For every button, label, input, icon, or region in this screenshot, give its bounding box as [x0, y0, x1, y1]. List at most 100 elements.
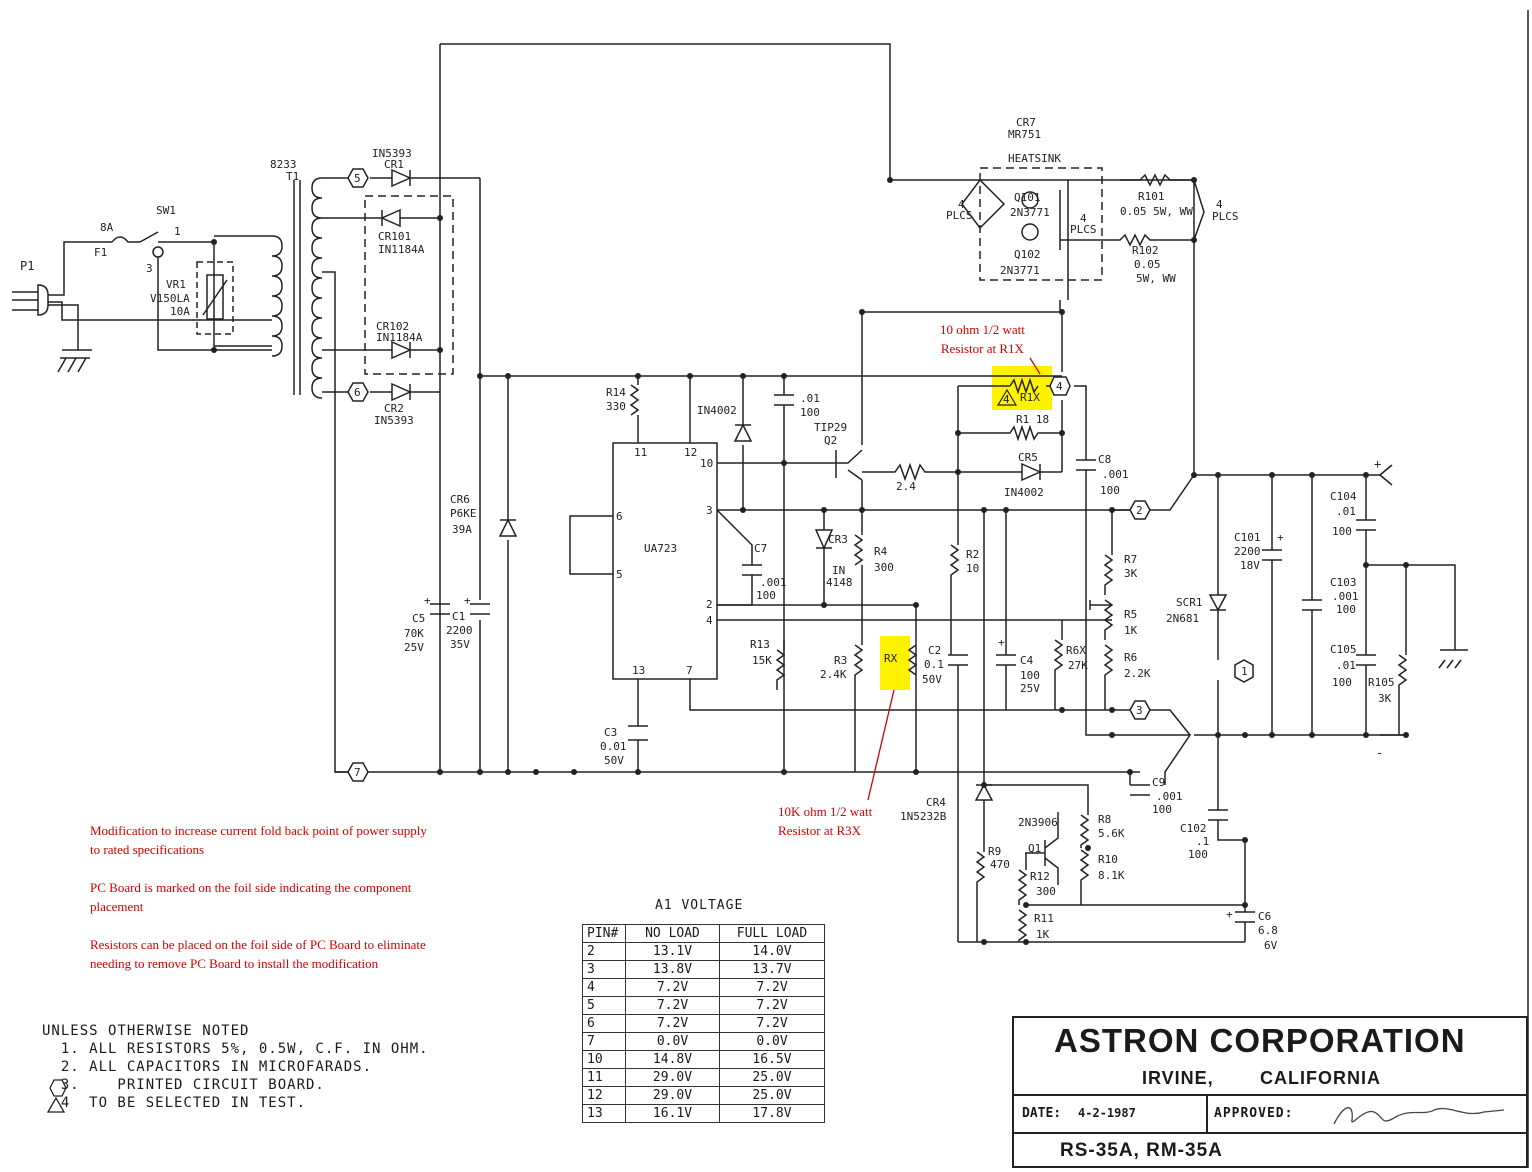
mod-line1: Modification to increase current fold ba…	[90, 823, 427, 838]
table-cell: 13.7V	[719, 960, 825, 979]
label-c2: C2	[928, 644, 941, 657]
label-r6: R6	[1124, 651, 1137, 664]
date-approval-row: DATE: 4-2-1987 APPROVED:	[1014, 1094, 1526, 1134]
wiring	[12, 10, 1529, 1168]
label-cr4: CR4	[926, 796, 946, 809]
table-cell: 3	[582, 960, 626, 979]
cap-c6	[1235, 840, 1255, 942]
label-cr5-part: IN4002	[1004, 486, 1044, 499]
table-cell: 7.2V	[719, 978, 825, 997]
label-cr6-part: P6KE	[450, 507, 477, 520]
label-plcs-left: PLCS	[946, 209, 973, 222]
label-r101-val: 0.05 5W, WW	[1120, 205, 1193, 218]
label-r1x-num: 4	[1003, 393, 1010, 406]
plug-p1	[12, 291, 38, 311]
label-plcs-mid: PLCS	[1070, 223, 1097, 236]
label-cr6-v: 39A	[452, 523, 472, 536]
date-value: 4-2-1987	[1078, 1106, 1136, 1120]
label-c6-v: 6V	[1264, 939, 1278, 952]
label-cr7-part: MR751	[1008, 128, 1041, 141]
label-r8-val: 5.6K	[1098, 827, 1125, 840]
label-c9-v: 100	[1152, 803, 1172, 816]
label-c6-plus: +	[1226, 908, 1233, 921]
col-header-pin: PIN#	[582, 924, 626, 943]
label-cr2: CR2	[384, 402, 404, 415]
label-vr1-part: V150LA	[150, 292, 190, 305]
label-fuse-rating: 8A	[100, 221, 114, 234]
label-r12: R12	[1030, 870, 1050, 883]
label-r105: R105	[1368, 676, 1395, 689]
ground-ac	[57, 349, 92, 373]
label-vr1: VR1	[166, 278, 186, 291]
label-t1-part: 8233	[270, 158, 297, 171]
fuse-f1	[111, 236, 140, 243]
label-r101: R101	[1138, 190, 1165, 203]
label-c1-v: 35V	[450, 638, 470, 651]
label-c3-v: 50V	[604, 754, 624, 767]
label-in4002-top: IN4002	[697, 404, 737, 417]
label-r11-val: 1K	[1036, 928, 1050, 941]
label-q101-part: 2N3771	[1010, 206, 1050, 219]
label-c9: C9	[1152, 776, 1165, 789]
table-cell: 7.2V	[719, 996, 825, 1015]
row-divider	[1206, 1096, 1208, 1132]
label-cr1-part: IN5393	[372, 147, 412, 160]
label-c101: C101	[1234, 531, 1261, 544]
table-cell: 7.2V	[625, 978, 720, 997]
general-notes: UNLESS OTHERWISE NOTED 1. ALL RESISTORS …	[42, 1022, 429, 1112]
label-c1-val: 2200	[446, 624, 473, 637]
label-heatsink: HEATSINK	[1008, 152, 1061, 165]
label-r10-val: 8.1K	[1098, 869, 1125, 882]
label-pcb5: 5	[354, 172, 361, 185]
label-cr101-part: IN1184A	[378, 243, 425, 256]
resistor-r12-r11	[1017, 853, 1028, 942]
table-cell: 5	[582, 996, 626, 1015]
label-pin10: 10	[700, 457, 713, 470]
resistor-r8-r10	[984, 784, 1090, 905]
label-r3: R3	[834, 654, 847, 667]
label-cr3-part1: IN	[832, 564, 845, 577]
label-plcs-right: PLCS	[1212, 210, 1239, 223]
r1x-leader-line	[1029, 357, 1041, 375]
col-header-full-load: FULL LOAD	[719, 924, 825, 943]
label-c104-val: .01	[1336, 505, 1356, 518]
label-q1: Q1	[1028, 842, 1041, 855]
label-scr1-part: 2N681	[1166, 612, 1199, 625]
resistor-r6x	[1053, 620, 1064, 710]
label-r12-val: 300	[1036, 885, 1056, 898]
label-out-plus: +	[1374, 457, 1381, 471]
label-r5: R5	[1124, 608, 1137, 621]
plug-body	[37, 284, 49, 316]
label-cr5: CR5	[1018, 451, 1038, 464]
label-r1x: R1X	[1020, 391, 1040, 404]
label-c5-v: 25V	[404, 641, 424, 654]
pcb-line2: placement	[90, 899, 144, 914]
table-cell: 7.2V	[625, 996, 720, 1015]
label-c102-v: 100	[1188, 848, 1208, 861]
label-pcb7: 7	[354, 766, 361, 779]
resistor-r105	[1397, 565, 1408, 735]
diode-cr4	[974, 510, 994, 840]
table-cell: 10	[582, 1050, 626, 1069]
label-c104-v: 100	[1332, 525, 1352, 538]
label-r6-val: 2.2K	[1124, 667, 1151, 680]
resistor-r14	[629, 376, 640, 443]
label-r9-val: 470	[990, 858, 1010, 871]
cr101-cr102-box	[364, 195, 454, 375]
label-c104: C104	[1330, 490, 1357, 503]
resistor-r1x	[1009, 377, 1039, 395]
label-q101: Q101	[1014, 191, 1041, 204]
transistor-q2	[835, 449, 863, 481]
label-pin12: 12	[684, 446, 697, 459]
mod-line2: to rated specifications	[90, 842, 205, 857]
label-c105-v: 100	[1332, 676, 1352, 689]
label-tip29: TIP29	[814, 421, 847, 434]
label-pcb3: 3	[1136, 704, 1143, 717]
r1x-note-line1: 10 ohm 1/2 watt	[940, 322, 1025, 337]
company-name: ASTRON CORPORATION	[1054, 1022, 1466, 1059]
label-c7-val: .001	[760, 576, 787, 589]
cap-c1	[470, 603, 490, 615]
table-cell: 17.8V	[719, 1104, 825, 1123]
